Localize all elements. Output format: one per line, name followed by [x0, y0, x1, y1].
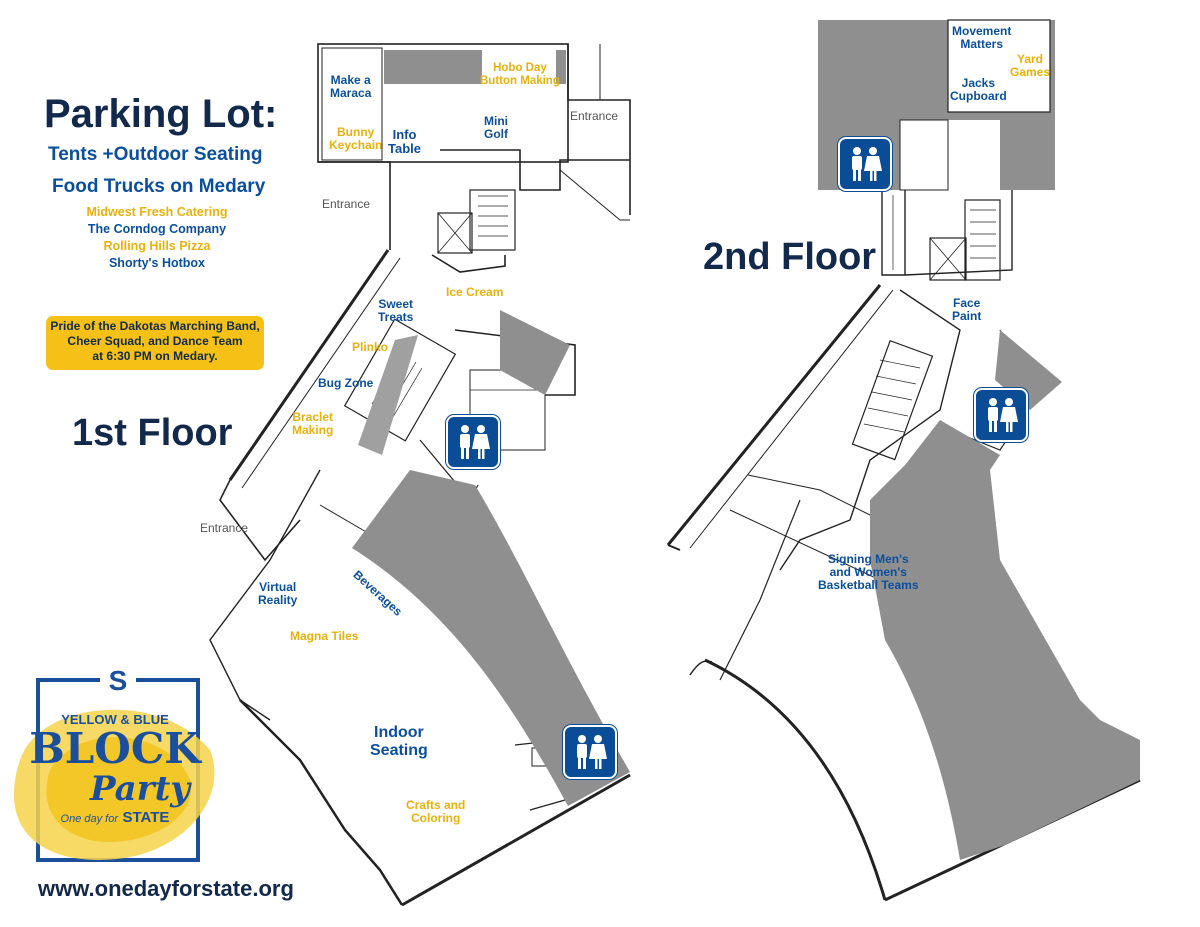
block-party-logo: YELLOW & BLUE BLOCK Party One day for ST… — [20, 712, 210, 827]
logo-line: BLOCK — [29, 724, 201, 773]
entrance-left-label: Entrance — [322, 197, 371, 211]
second-floor-title: 2nd Floor — [703, 236, 877, 278]
logo-line: YELLOW & BLUE — [61, 712, 169, 727]
logo-line: One day for — [60, 813, 119, 825]
food-truck-item: The Corndog Company — [87, 222, 227, 236]
logo-line: Party — [89, 769, 191, 809]
tents-label: Tents +Outdoor Seating — [48, 144, 263, 165]
first-floor-title: 1st Floor — [72, 412, 233, 454]
svg-text:S: S — [109, 665, 128, 696]
website-link[interactable]: www.onedayforstate.org — [38, 876, 294, 901]
band-notice-line: Pride of the Dakotas Marching Band, — [50, 319, 260, 333]
logo-line: STATE — [122, 809, 170, 826]
parking-lot-title: Parking Lot: — [44, 92, 278, 136]
bug-zone-label: Bug Zone — [318, 376, 374, 390]
block-party-logo-graphic: S — [13, 662, 215, 862]
restroom-icon — [446, 415, 500, 469]
food-truck-item: Midwest Fresh Catering — [86, 205, 228, 219]
first-floor-gray-areas — [352, 50, 630, 806]
band-notice-line: Cheer Squad, and Dance Team — [67, 334, 243, 348]
second-floor-plan — [666, 19, 1141, 902]
restroom-icon — [974, 388, 1028, 442]
food-truck-item: Shorty's Hotbox — [108, 256, 206, 270]
entrance-top-label: Entrance — [570, 109, 619, 123]
band-notice: Pride of the Dakotas Marching Band, Chee… — [46, 316, 264, 370]
food-truck-item: Rolling Hills Pizza — [103, 239, 211, 253]
magna-tiles-label: Magna Tiles — [290, 629, 359, 643]
band-notice-line: at 6:30 PM on Medary. — [92, 349, 218, 363]
restroom-icon — [563, 725, 617, 779]
entrance-bottom-label: Entrance — [200, 521, 249, 535]
food-truck-list: Midwest Fresh Catering The Corndog Compa… — [62, 204, 252, 272]
plinko-label: Plinko — [352, 340, 389, 354]
food-trucks-title: Food Trucks on Medary — [52, 176, 266, 197]
ice-cream-label: Ice Cream — [446, 285, 504, 299]
restroom-icon — [838, 137, 892, 191]
